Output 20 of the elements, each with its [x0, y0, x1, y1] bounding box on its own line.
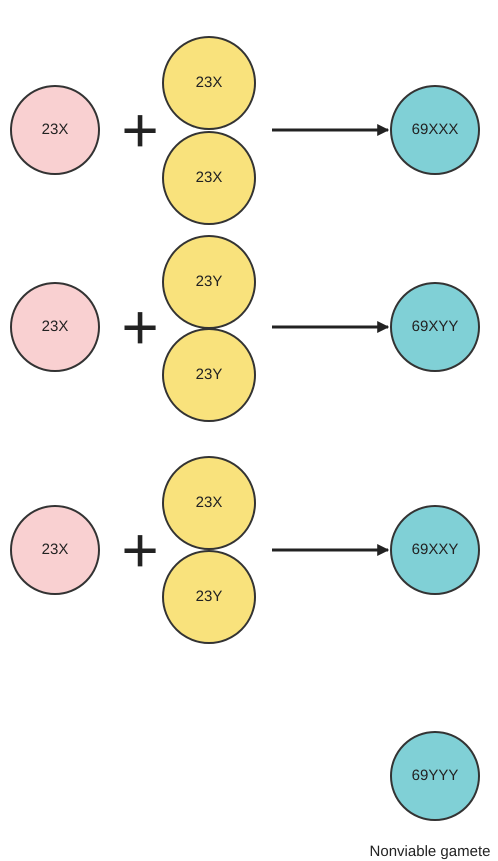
circle-label: 69XXX [412, 120, 458, 140]
arrow [272, 321, 390, 333]
plus-sign: + [121, 518, 159, 582]
plus-sign: + [121, 295, 159, 359]
circle-label: 23Y [196, 586, 222, 607]
circle-label: 23Y [196, 364, 222, 385]
arrow [272, 124, 390, 136]
circle-label: 23X [196, 492, 222, 513]
circle-label: 23X [42, 316, 68, 337]
circle-label: 23X [196, 168, 222, 188]
circle-label: 69XXY [412, 540, 458, 560]
node-label: Nonviable gamete [370, 842, 490, 861]
circle-label: 23Y [196, 272, 222, 292]
circle-label: 69XYY [412, 316, 458, 337]
circle-label: 23X [42, 120, 68, 140]
circle-label: 23X [42, 540, 68, 560]
plus-sign: + [121, 98, 159, 162]
arrow [272, 544, 390, 556]
circle-label: 69YYY [412, 766, 458, 786]
circle-label: 23X [196, 72, 222, 93]
